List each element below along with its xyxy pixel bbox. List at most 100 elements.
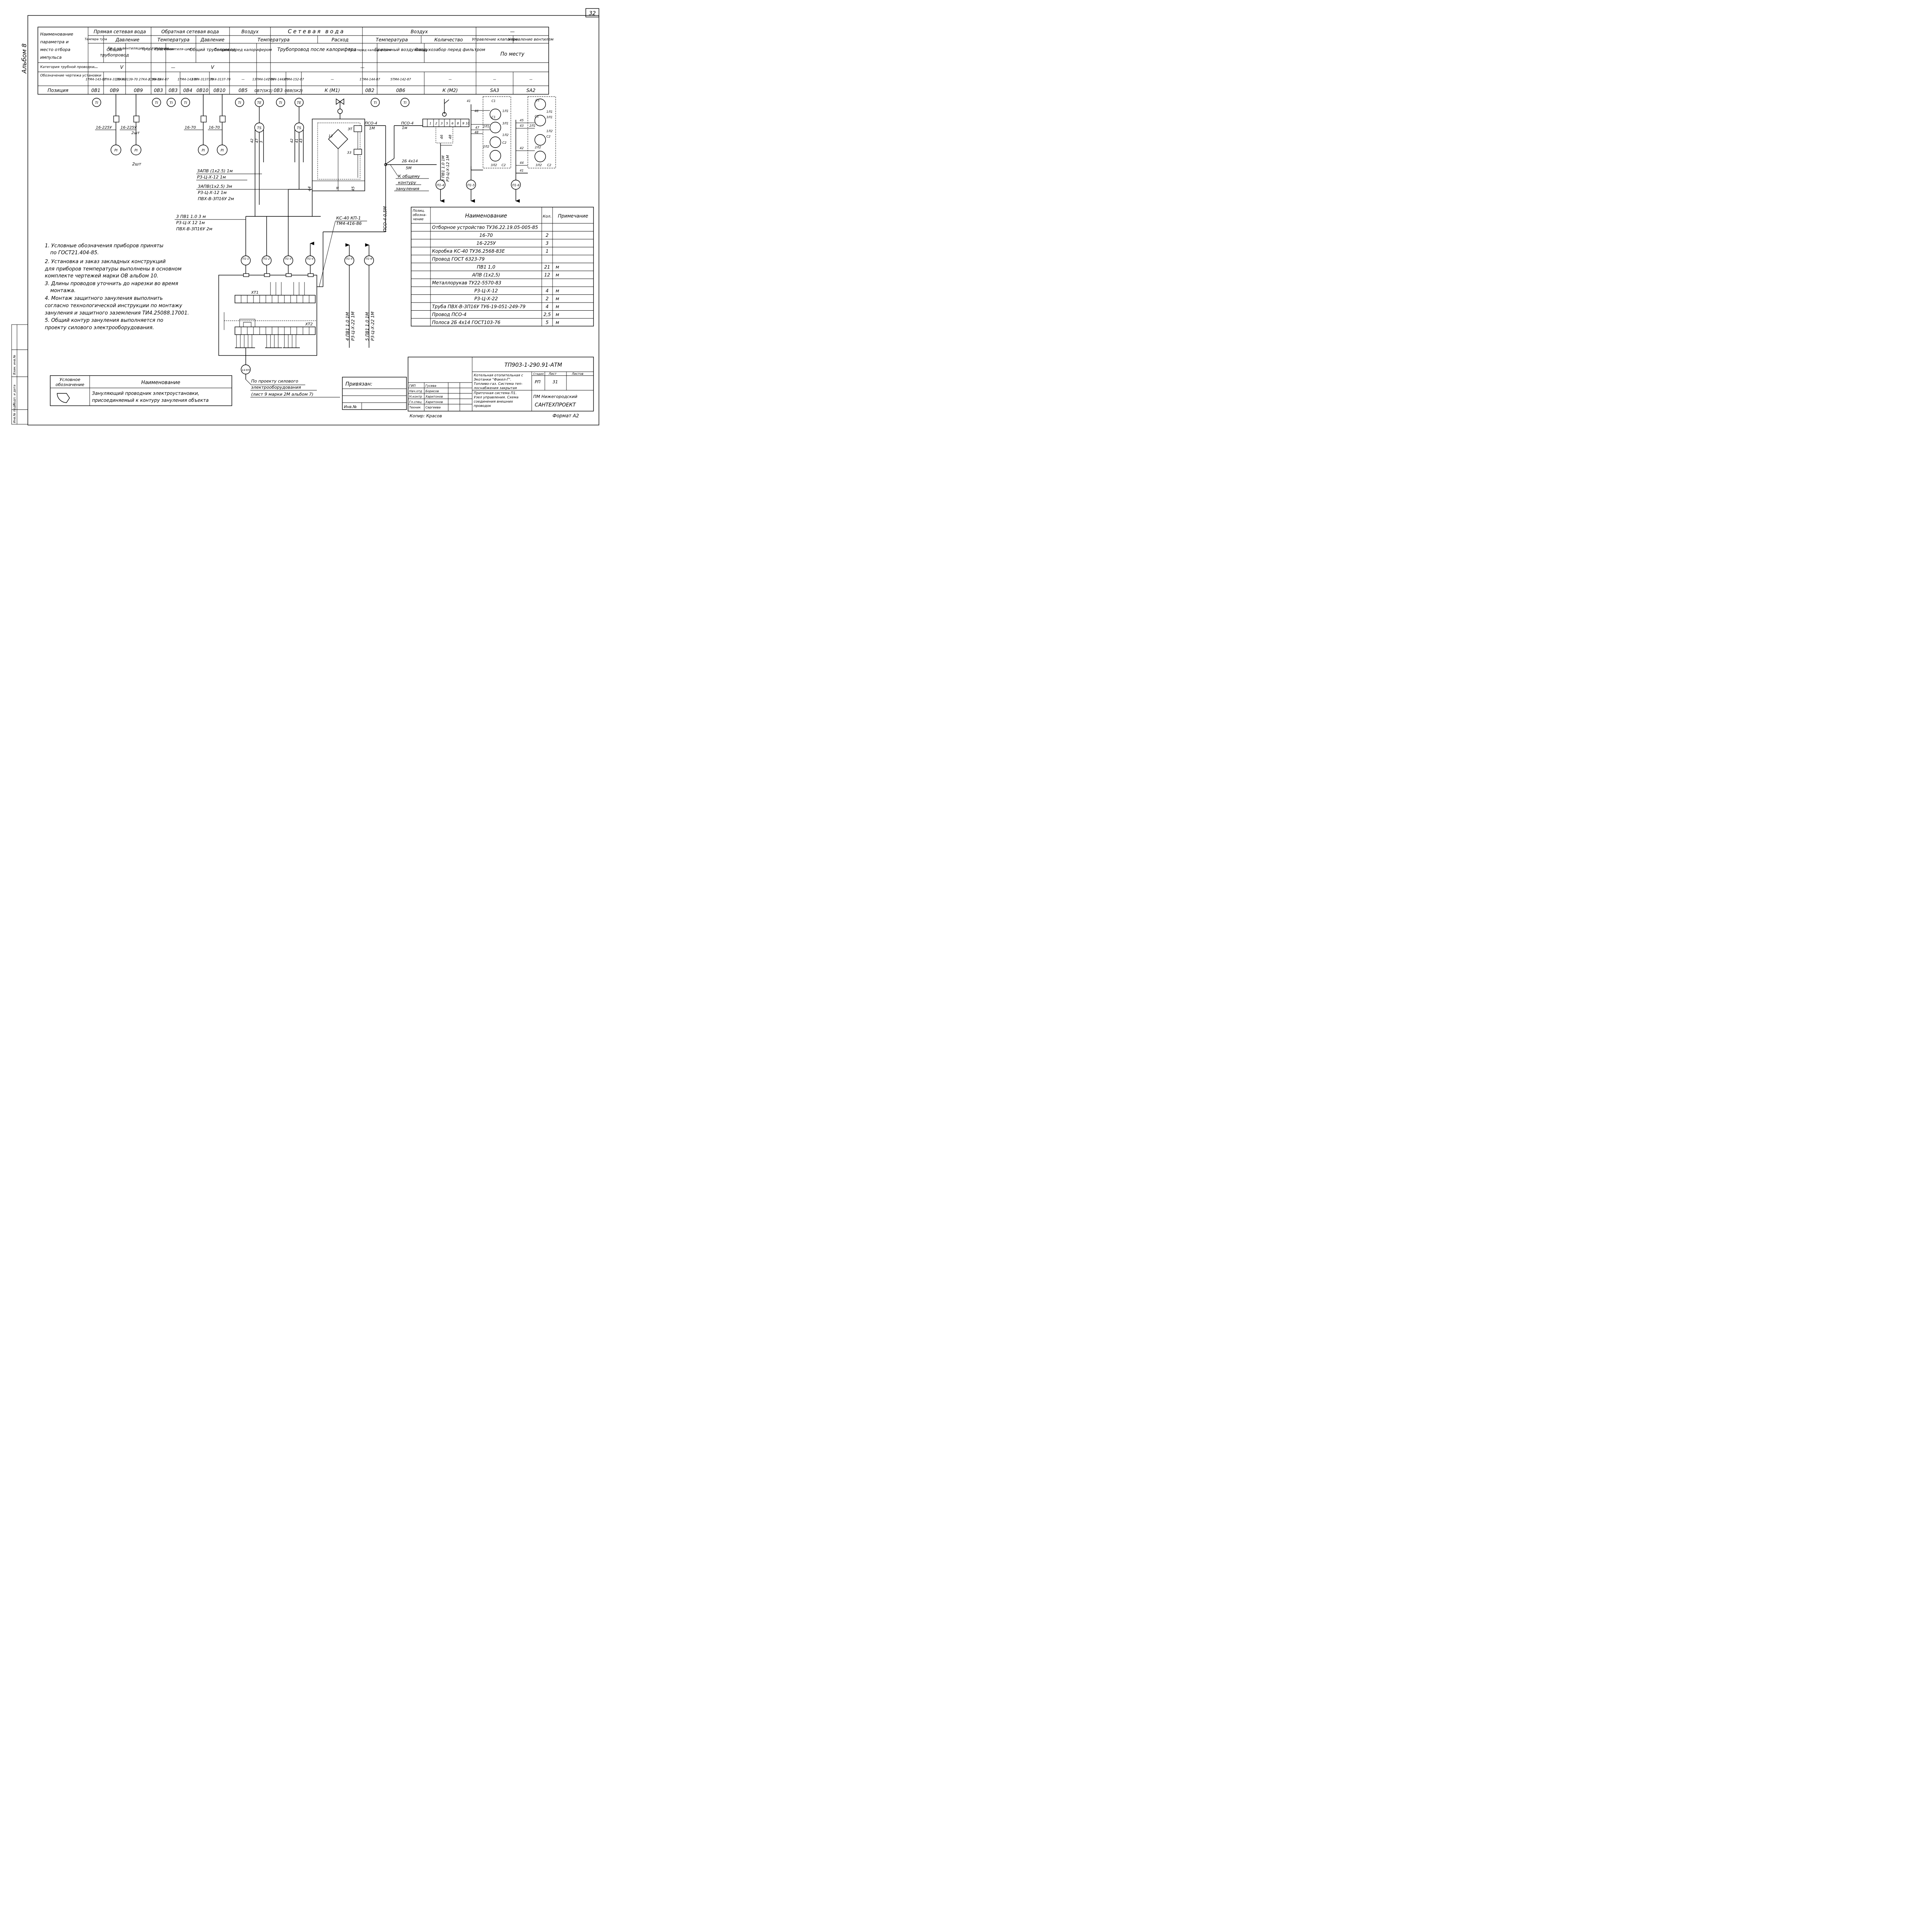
svg-text:Сергеева: Сергеева xyxy=(425,406,440,409)
spec-row-qty: 2 xyxy=(546,296,549,301)
note-1a: 1. Условные обозначения приборов приняты xyxy=(45,243,163,249)
spec-row-name: Коробка КС-40 ТУ36.2568-83Е xyxy=(432,248,505,254)
valve-actuator-unit: 12 ЭТ 33 44 N 45 ПСО-4 1М xyxy=(308,98,386,191)
spec-row-name: АПВ (1х2,5) xyxy=(472,272,500,278)
power-ref-b: электрооборудования xyxy=(251,385,301,390)
object-title: Котельная отопительная с Экотанки "Факел… xyxy=(473,374,523,390)
pos-10: 0В7(SК1) xyxy=(254,89,272,93)
org-name-1: ПМ Нижегородский xyxy=(533,394,577,399)
pi-chain-4: PI xyxy=(217,94,228,155)
des-15: 5ТМ4-142-87 xyxy=(390,78,411,81)
spec-row-qty: 4 xyxy=(546,304,549,310)
kbox-label-b: ТМ4-416-86 xyxy=(336,221,362,226)
svg-text:1Л2: 1Л2 xyxy=(502,133,509,137)
grounding: 2Б 4х14 5М К общему контуру зануления xyxy=(384,158,437,191)
pos-7: 0В10 xyxy=(196,88,209,93)
spec-row-qty: 2 xyxy=(546,233,549,238)
svg-text:соединения внешних: соединения внешних xyxy=(474,400,513,404)
spec-row-qty: 1 xyxy=(546,248,549,254)
spec-row-name: 16-225У xyxy=(476,241,496,246)
svg-text:С1: С1 xyxy=(492,99,496,103)
svg-text:обозна-: обозна- xyxy=(413,213,427,217)
svg-text:ХТ1: ХТ1 xyxy=(251,291,259,295)
legend-box: Условное обозначение Наименование Зануля… xyxy=(50,375,232,406)
ti-circle-7: TI xyxy=(371,98,380,107)
sub-flow: Расход xyxy=(332,37,349,43)
spec-row-qty: 5 xyxy=(546,320,549,325)
svg-text:PI: PI xyxy=(134,149,138,153)
svg-text:Лист: Лист xyxy=(548,372,557,376)
des-12: 37М4-152-87 xyxy=(283,78,304,81)
svg-text:1: 1 xyxy=(429,122,431,125)
note-2a: 2. Установка и заказ закладных конструкц… xyxy=(45,259,166,265)
svg-text:46: 46 xyxy=(440,134,444,139)
te-ts-chain-1: TE TS 42 47 3 xyxy=(250,98,264,162)
svg-text:проводок: проводок xyxy=(474,404,492,408)
terminal-strip-k-m2: 1 2 3 5 6 8 9 10 46 48 ПСО-4 1м 3 ПВ1 1.… xyxy=(394,99,469,182)
pos-3: 0В9 xyxy=(134,88,143,93)
point-local: По месту xyxy=(500,51,524,57)
cat-1: — xyxy=(94,65,98,70)
neutral-conductor-symbol xyxy=(57,393,70,403)
pos-13: К (М1) xyxy=(325,88,340,93)
cable-3a: 3 ПВ1 1.0 3 м xyxy=(176,214,206,219)
svg-text:48: 48 xyxy=(474,131,478,134)
svg-text:П1-4: П1-4 xyxy=(437,184,444,187)
spec-row-name: ПВ1 1,0 xyxy=(477,264,495,270)
cat-4: V xyxy=(211,65,214,70)
svg-text:3Л2: 3Л2 xyxy=(536,163,542,167)
pos-18: SА2 xyxy=(526,88,535,93)
copier: Копир: Красов xyxy=(410,413,442,418)
motor-module-1: 41 46 47 48 С1 1Л1 С1 3Л1 2Л1 1Л2 С2 2Л2… xyxy=(467,96,511,170)
svg-text:TS: TS xyxy=(257,126,261,130)
instrument-symbols: TI TI TI TI TI TI TI TI TE TS 42 47 3 TE… xyxy=(92,94,410,167)
point-common-1b: трубопровод xyxy=(100,53,129,58)
org-name-2: САНТЕХПРОЕКТ xyxy=(535,402,576,408)
svg-text:Борисов: Борисов xyxy=(425,389,439,393)
margin-stamp: Инв.№ подл. Подп. и дата Взам. инв.№ xyxy=(11,324,28,425)
svg-text:П1-5: П1-5 xyxy=(346,257,353,260)
svg-text:П1-2: П1-2 xyxy=(264,257,270,260)
svg-text:41: 41 xyxy=(467,99,471,103)
svg-text:48: 48 xyxy=(449,134,452,139)
cable-5a: 5 ПВ1 1.0 1М xyxy=(365,312,370,341)
spec-row-name: Провод ГОСТ 6323-79 xyxy=(432,257,485,262)
svg-text:TI: TI xyxy=(184,101,187,105)
sheet-title: Приточная система П1. Узел управления. С… xyxy=(474,391,519,408)
pos-17: SА3 xyxy=(490,88,499,93)
svg-text:П1-6: П1-6 xyxy=(366,257,372,260)
svg-text:3Л2: 3Л2 xyxy=(491,163,497,167)
svg-text:П1-6: П1-6 xyxy=(512,184,519,187)
point-common-1: Общий xyxy=(107,47,122,52)
point-section: Секция перед калорифером xyxy=(214,48,272,52)
des-4: 2ТМ4-144-87 xyxy=(148,78,169,81)
svg-text:42: 42 xyxy=(520,146,524,150)
pos-15: 0В6 xyxy=(396,88,405,93)
spec-row-qty: 21 xyxy=(544,264,550,270)
svg-text:Н.контр: Н.контр xyxy=(409,395,422,398)
privyazan: Привязан: xyxy=(345,381,372,387)
cable-4a: 4 ПВ1 1.0 1М xyxy=(345,312,350,341)
svg-text:Условное: Условное xyxy=(60,377,80,382)
junction-box: П1-1 П1-2 П1-3 П1-4 П1-5 П1-6 ХТ1 xyxy=(218,242,375,398)
svg-text:Гл.спец: Гл.спец xyxy=(409,400,422,404)
pi-chain-1: PI xyxy=(111,94,121,155)
svg-text:ГИП: ГИП xyxy=(409,384,415,388)
des-9: — xyxy=(242,78,245,81)
svg-text:42: 42 xyxy=(290,138,294,143)
note-4a: 4. Монтаж защитного зануления выполнить xyxy=(45,296,163,301)
margin-inv: Инв.№ подл. xyxy=(13,403,16,423)
svg-text:44: 44 xyxy=(308,186,312,191)
svg-text:TI: TI xyxy=(155,101,158,105)
group-air-2: Воздух xyxy=(411,29,428,34)
svg-text:1Л1: 1Л1 xyxy=(502,109,509,113)
svg-text:Харитонов: Харитонов xyxy=(425,400,443,404)
margin-replace: Взам. инв.№ xyxy=(13,355,16,375)
te-ts-chain-2: TE TS 42 41 43 xyxy=(290,98,304,162)
svg-text:лоснабжения закрытая: лоснабжения закрытая xyxy=(473,386,517,390)
two-pcs: 2шт xyxy=(131,131,140,135)
note-3a: 3. Длины проводов уточнить до нарезки во… xyxy=(45,281,178,287)
sub-temp-4: Температура xyxy=(376,37,408,43)
spec-row-name: Провод ПСО-4 xyxy=(432,312,466,317)
pos-11: 0В3 xyxy=(274,88,283,93)
